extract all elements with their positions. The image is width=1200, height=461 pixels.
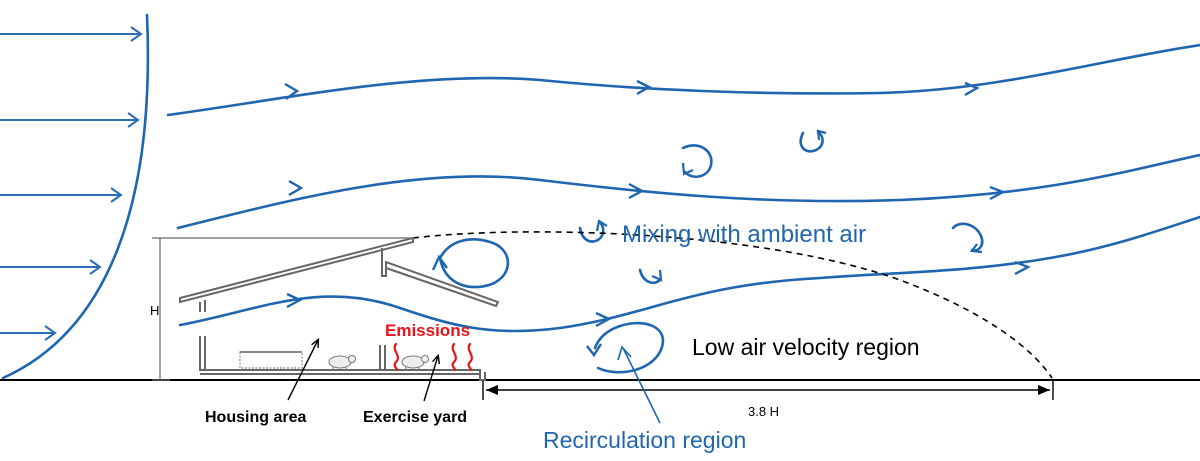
emissions-label: Emissions bbox=[385, 321, 470, 340]
eddy-arrowhead bbox=[970, 243, 983, 254]
eddy-arrowhead bbox=[586, 343, 603, 358]
eddy-arrowhead bbox=[651, 269, 663, 282]
building: H bbox=[150, 236, 500, 381]
eddy-arrowhead bbox=[816, 129, 827, 141]
eddy-small-2 bbox=[799, 130, 824, 153]
streamline-arrowhead bbox=[628, 182, 645, 200]
dim-arrowhead-left bbox=[486, 385, 498, 395]
inflow-arrowhead-1 bbox=[130, 26, 143, 42]
eddy-large-roof bbox=[438, 238, 510, 289]
eddy-recirculation bbox=[593, 321, 665, 374]
recirculation-pointer bbox=[622, 347, 661, 424]
inlet-velocity-profile bbox=[0, 13, 150, 380]
streamlines bbox=[166, 43, 1200, 333]
emission-wisp-icon bbox=[451, 342, 457, 372]
emission-wisp-icon bbox=[393, 342, 399, 372]
eddy-arrowhead bbox=[595, 219, 608, 232]
emission-wisps bbox=[393, 342, 473, 372]
recirculation-label: Recirculation region bbox=[543, 427, 746, 453]
distance-label: 3.8 H bbox=[748, 404, 779, 419]
inflow-arrowhead-3 bbox=[110, 187, 123, 203]
low-velocity-label: Low air velocity region bbox=[692, 334, 920, 360]
eddy-small-5 bbox=[951, 222, 984, 252]
inflow-arrowhead-2 bbox=[127, 112, 140, 128]
inner-roof bbox=[381, 248, 500, 308]
streamline-arrowhead bbox=[1014, 260, 1031, 276]
housing-box bbox=[239, 351, 303, 369]
eddy-arrowhead bbox=[431, 254, 448, 271]
inflow-arrowhead-4 bbox=[89, 259, 102, 275]
streamline-arrowhead bbox=[636, 79, 652, 96]
streamline-arrowhead bbox=[595, 311, 612, 328]
streamline-middle bbox=[176, 153, 1200, 230]
streamline-arrowhead bbox=[286, 292, 303, 309]
streamline-top bbox=[166, 43, 1200, 117]
pig-icon bbox=[328, 355, 356, 371]
streamline-arrowhead bbox=[284, 82, 300, 100]
streamline-lower bbox=[178, 215, 1200, 333]
pig-icon bbox=[401, 355, 429, 371]
eddy-small-1 bbox=[681, 144, 713, 179]
streamline-arrowhead bbox=[964, 81, 980, 97]
eddy-arrowhead bbox=[681, 162, 694, 176]
mixing-label: Mixing with ambient air bbox=[622, 221, 866, 248]
recirculation-boundary bbox=[412, 231, 1053, 379]
yard-wall bbox=[379, 345, 386, 370]
exercise-yard-label: Exercise yard bbox=[363, 409, 467, 426]
height-label: H bbox=[150, 303, 159, 318]
recirculation-pointer-head bbox=[617, 345, 632, 361]
inflow-arrowhead-5 bbox=[44, 325, 57, 341]
main-roof bbox=[179, 236, 414, 304]
streamline-arrowhead bbox=[288, 179, 304, 197]
eddies bbox=[431, 129, 984, 374]
eddy-small-3 bbox=[578, 220, 605, 243]
eddy-small-4 bbox=[638, 268, 662, 284]
housing-area-label: Housing area bbox=[205, 409, 306, 426]
distance-dimension: 3.8 H bbox=[482, 381, 1054, 419]
housing-pointer bbox=[287, 340, 318, 401]
velocity-profile-curve bbox=[1, 13, 150, 380]
emission-wisp-icon bbox=[467, 342, 473, 372]
exercise-pointer bbox=[423, 356, 438, 402]
building-floor bbox=[199, 336, 486, 381]
streamline-arrowhead bbox=[989, 185, 1006, 201]
roof-post bbox=[199, 300, 206, 312]
dim-arrowhead-right bbox=[1038, 385, 1050, 395]
